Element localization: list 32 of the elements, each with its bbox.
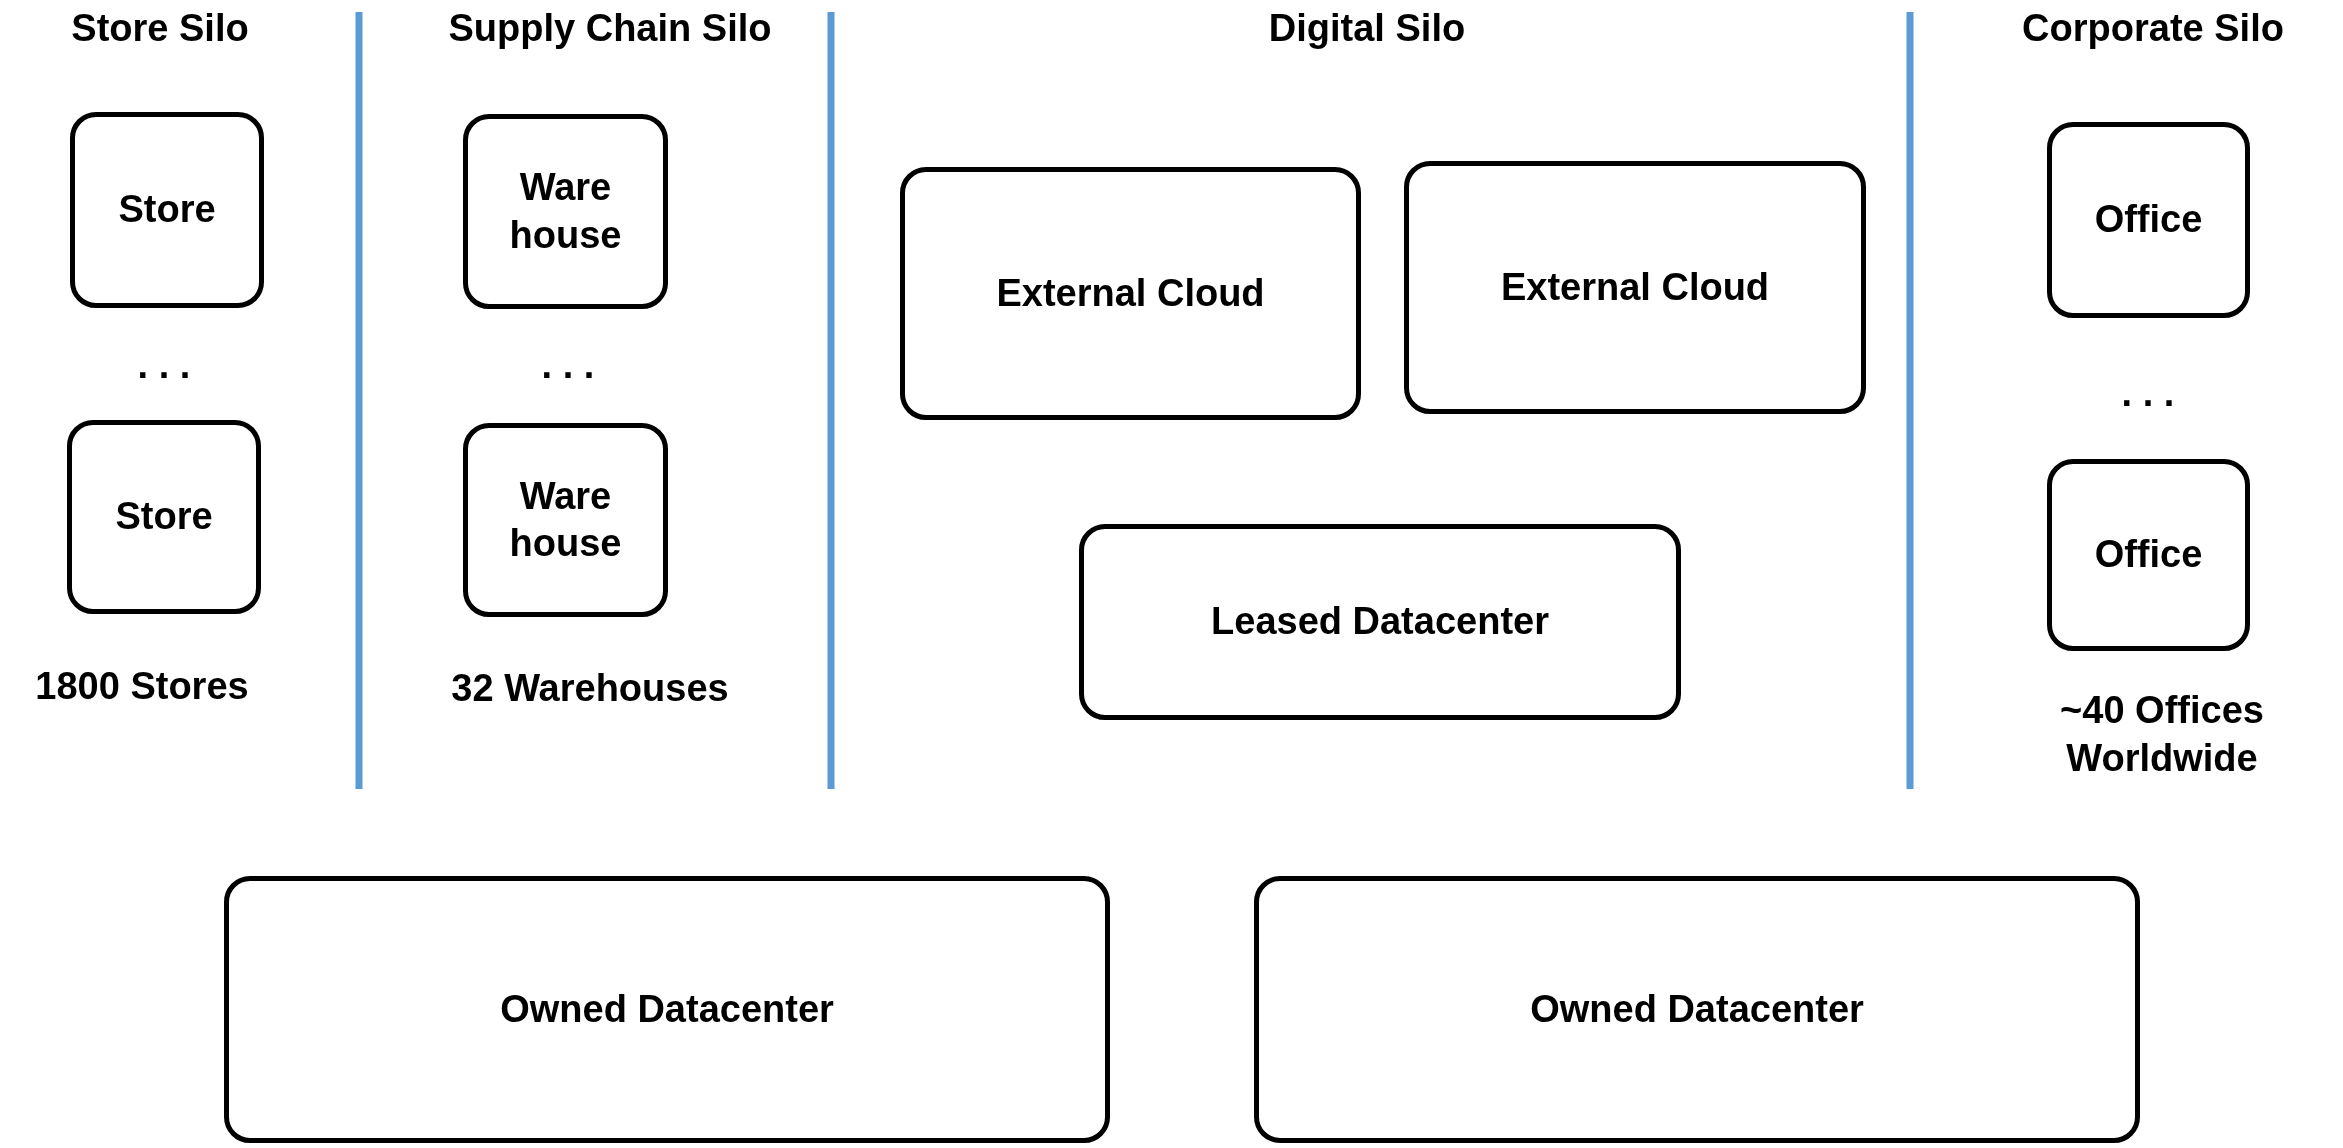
location-box xyxy=(70,112,264,308)
node-label: Office xyxy=(2094,197,2203,243)
ellipsis-mark: . . . xyxy=(136,343,192,388)
node-label: Store xyxy=(115,494,213,540)
location-box xyxy=(1254,876,2140,1143)
node-label: Ware house xyxy=(509,473,622,566)
node-label: Office xyxy=(2094,532,2203,578)
node-label: Owned Datacenter xyxy=(1530,986,1864,1032)
cloud-box xyxy=(900,167,1361,420)
location-box xyxy=(2047,122,2250,318)
node-label: Store xyxy=(118,187,216,233)
silo-heading: Store Silo xyxy=(70,6,250,51)
ellipsis-mark: . . . xyxy=(2120,371,2176,416)
location-box xyxy=(463,423,668,617)
node-label: External Cloud xyxy=(1500,264,1770,310)
count-note: ~40 Offices Worldwide xyxy=(2059,688,2265,781)
silo-heading: Supply Chain Silo xyxy=(447,6,773,51)
ellipsis-mark: . . . xyxy=(540,343,596,388)
count-note: 32 Warehouses xyxy=(450,666,730,711)
location-box xyxy=(2047,459,2250,651)
silo-heading: Digital Silo xyxy=(1267,6,1467,51)
node-label: Ware house xyxy=(509,165,622,258)
location-box xyxy=(224,876,1110,1143)
node-label: External Cloud xyxy=(996,270,1265,316)
node-label: Owned Datacenter xyxy=(500,986,834,1032)
location-box xyxy=(67,420,261,614)
count-note: 1800 Stores xyxy=(34,664,250,709)
node-label: Leased Datacenter xyxy=(1211,599,1549,645)
silo-heading: Corporate Silo xyxy=(2021,6,2285,51)
location-box xyxy=(463,114,668,309)
location-box xyxy=(1079,524,1681,720)
cloud-box xyxy=(1404,161,1866,414)
